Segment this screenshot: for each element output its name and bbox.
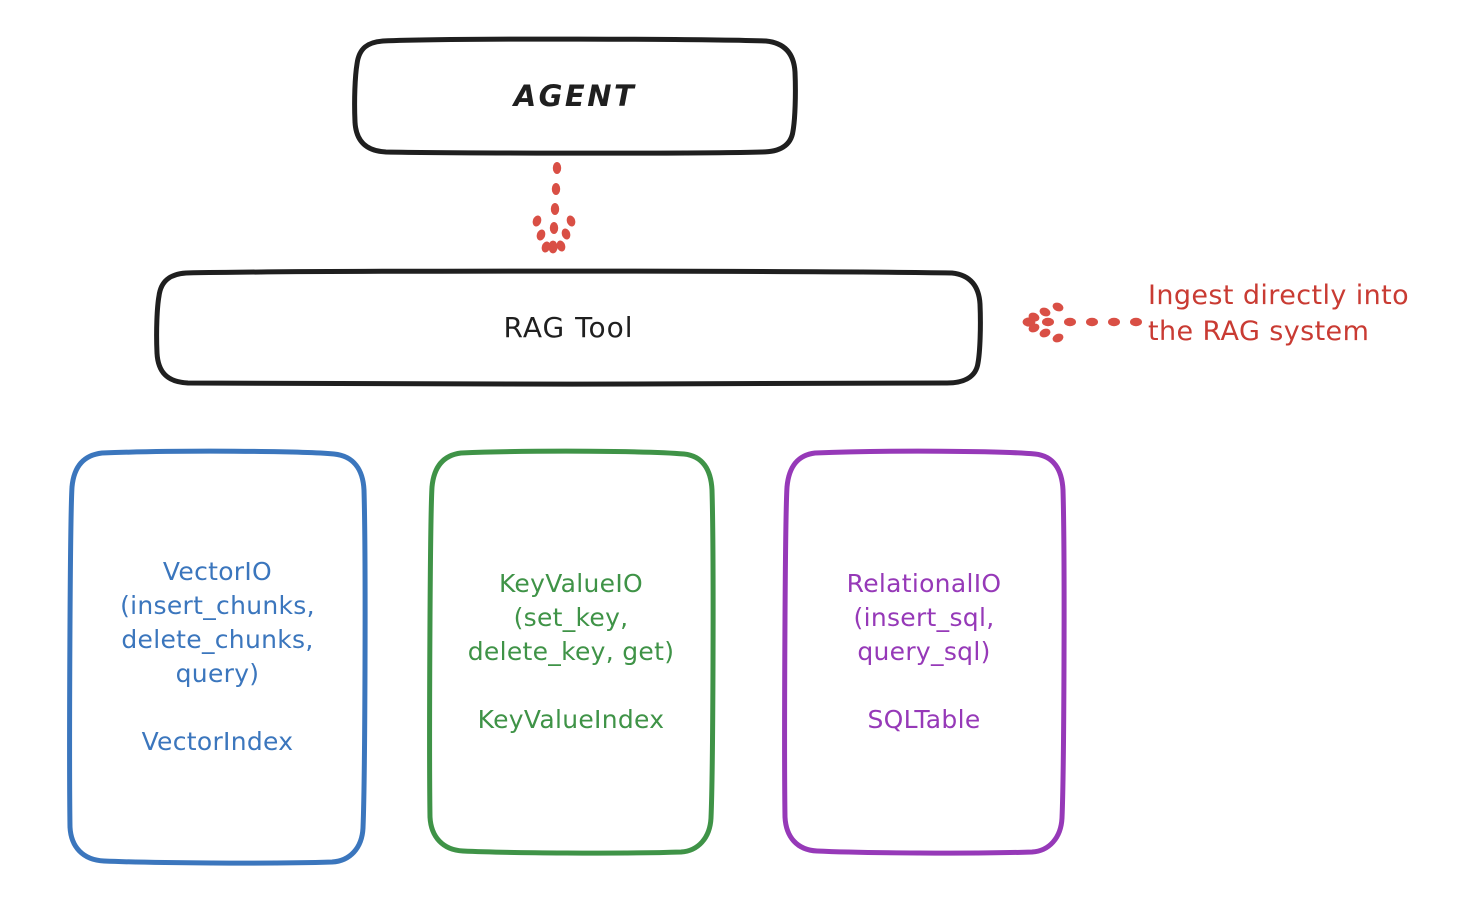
node-keyvalueio-label: KeyValueIO (set_key, delete_key, get) Ke…: [467, 569, 675, 734]
relationalio-box-outline[interactable]: [782, 448, 1067, 856]
rag-tool-box-outline[interactable]: [154, 268, 983, 387]
annotation-ingest: Ingest directly into the RAG system: [1148, 280, 1410, 348]
vectorio-box-outline[interactable]: [67, 448, 368, 866]
node-rag-tool[interactable]: RAG Tool: [157, 272, 980, 383]
agent-to-rag-arrow: [532, 162, 576, 254]
node-vectorio-label: VectorIO (insert_chunks, delete_chunks, …: [120, 557, 315, 756]
node-relationalio[interactable]: RelationalIO (insert_sql, query_sql) SQL…: [785, 452, 1063, 852]
node-keyvalueio[interactable]: KeyValueIO (set_key, delete_key, get) Ke…: [430, 452, 712, 852]
node-rag-tool-label: RAG Tool: [503, 310, 634, 344]
node-agent[interactable]: AGENT: [355, 40, 795, 152]
node-relationalio-label: RelationalIO (insert_sql, query_sql) SQL…: [846, 569, 1002, 734]
node-vectorio[interactable]: VectorIO (insert_chunks, delete_chunks, …: [70, 452, 365, 862]
ingest-to-rag-arrow: [1022, 302, 1142, 343]
agent-box-outline[interactable]: [352, 36, 798, 156]
keyvalueio-box-outline[interactable]: [427, 448, 716, 856]
node-agent-label: AGENT: [513, 78, 637, 113]
